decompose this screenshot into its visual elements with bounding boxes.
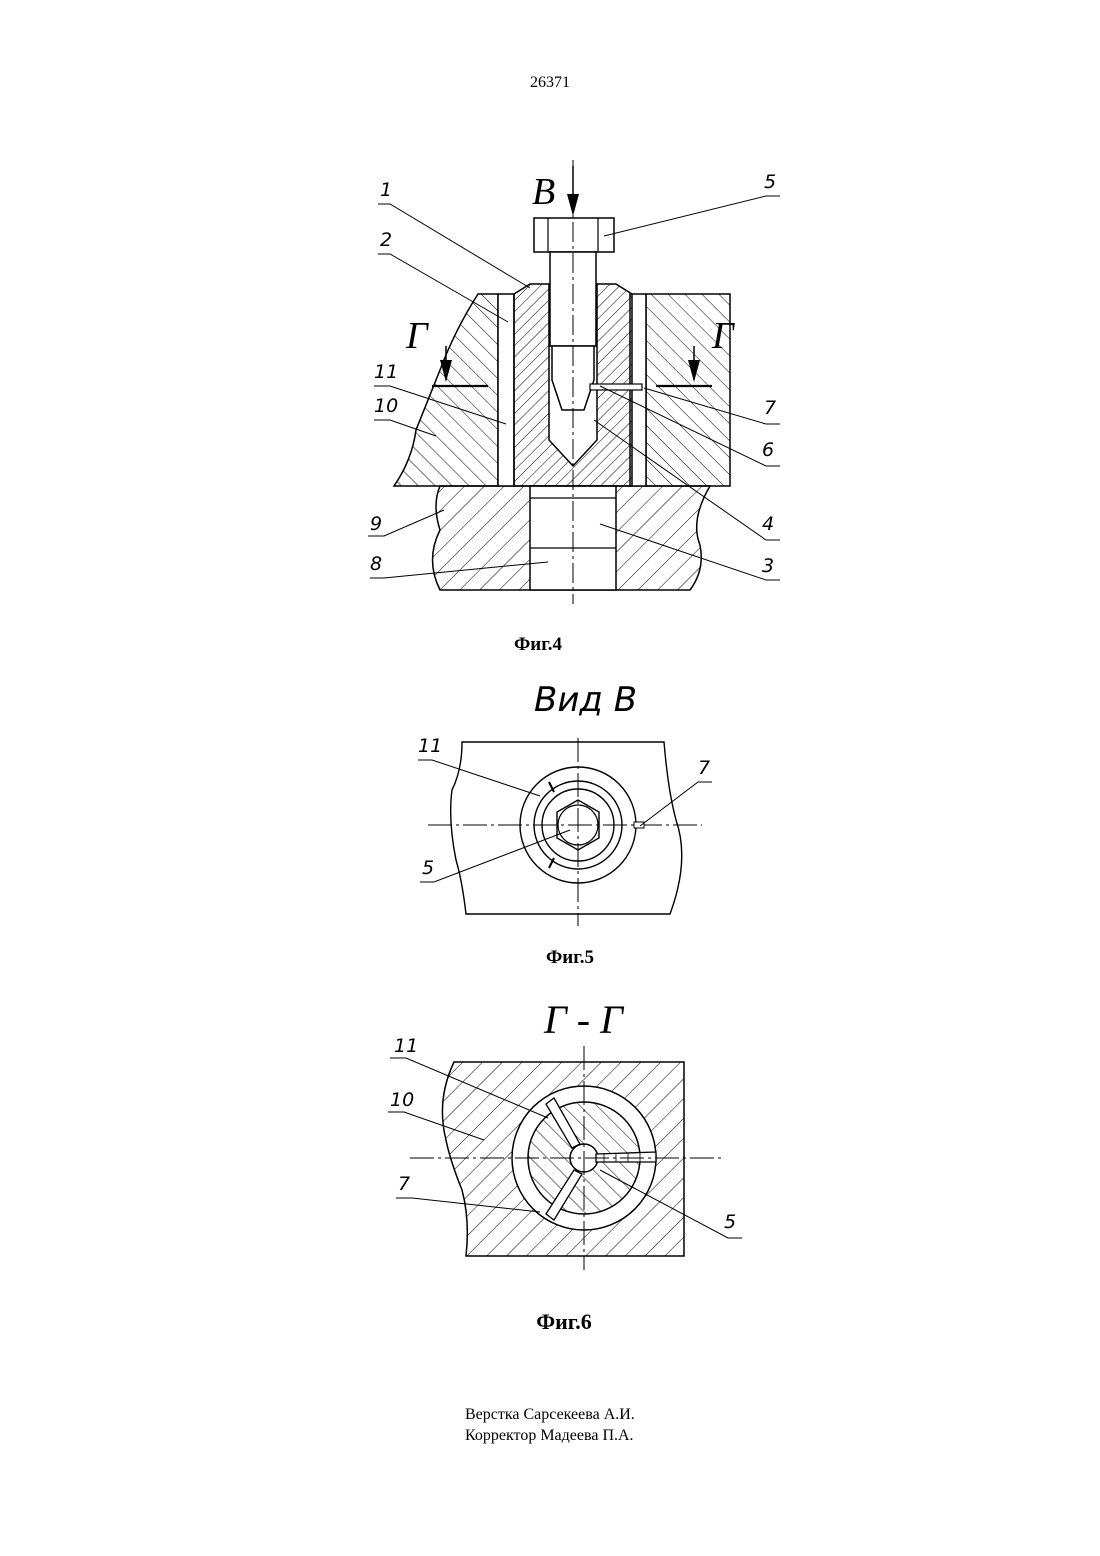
fig6-label-7: 7 bbox=[398, 1173, 410, 1195]
fig6-label-5: 5 bbox=[724, 1211, 736, 1233]
credits: Верстка Сарсекеева А.И. Корректор Мадеев… bbox=[465, 1404, 635, 1446]
fig6-label-11: 11 bbox=[394, 1035, 418, 1057]
fig6-label-10: 10 bbox=[390, 1089, 414, 1111]
credits-proofreader: Корректор Мадеева П.А. bbox=[465, 1425, 635, 1446]
credits-layout: Верстка Сарсекеева А.И. bbox=[465, 1404, 635, 1425]
fig6-caption: Фиг.6 bbox=[14, 1309, 1100, 1335]
